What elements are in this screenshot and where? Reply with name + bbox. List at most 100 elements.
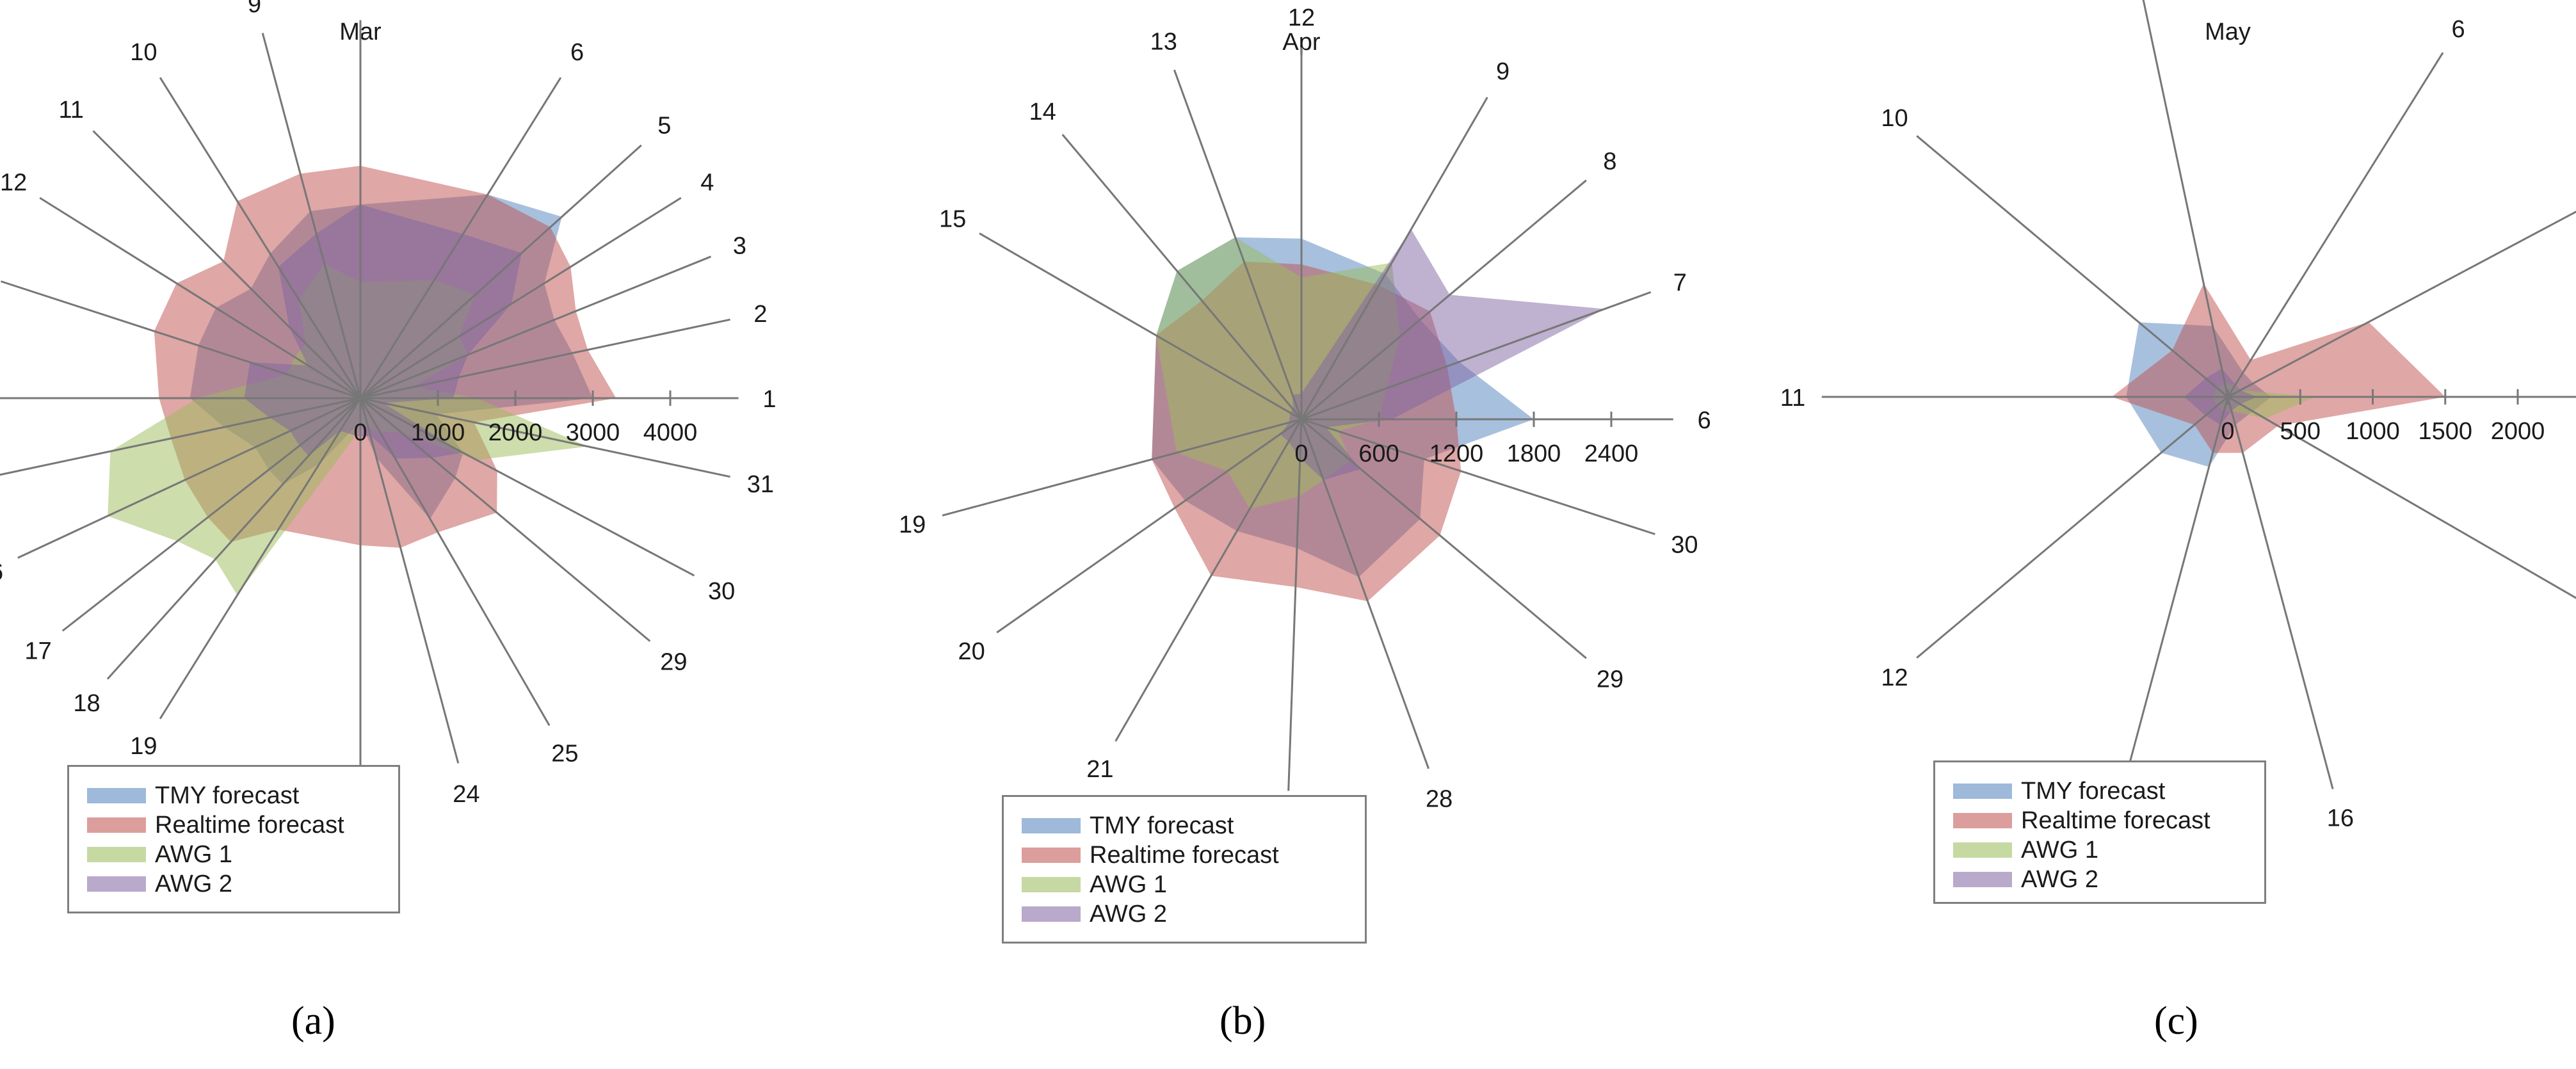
legend-label: TMY forecast [2021,777,2166,805]
axis-tick-label: 1800 [1507,440,1561,467]
axis-tick-label: 1000 [2346,418,2400,445]
category-label: 3 [733,233,746,260]
axis-tick-label: 3000 [566,419,620,446]
category-label: 6 [1698,407,1711,434]
legend-entry: AWG 1 [1022,870,1365,899]
legend-swatch [1022,906,1081,922]
axis-line [1301,418,1587,659]
panel-label-a: (a) [291,999,335,1043]
category-label: 15 [939,205,966,232]
legend-entry: AWG 2 [1953,865,2264,894]
series-area-awg-2 [1280,229,1605,480]
axis-line [39,197,361,399]
axis-line [0,280,361,399]
axis-line [359,77,562,399]
category-label: 17 [24,638,51,664]
axis-line [1287,419,1303,791]
category-label: 8 [353,0,367,4]
legend-entry: Realtime forecast [1022,840,1365,870]
legend-swatch [1953,842,2012,858]
axis-line [1300,419,1430,769]
series-area-awg-2 [244,204,522,459]
axis-line [1173,69,1303,420]
axis-line [1301,291,1652,421]
legend-label: TMY forecast [155,782,300,809]
legend-apr: TMY forecast Realtime forecast AWG 1 AWG… [1002,795,1367,944]
legend-swatch [87,876,146,892]
category-label: 18 [73,690,100,717]
axis-tick-label: 0 [1294,440,1308,467]
axis-line [942,418,1302,517]
legend-swatch [1022,818,1081,833]
axis-line [360,318,730,399]
category-label: 6 [570,39,584,66]
legend-label: AWG 1 [1090,871,1168,898]
axis-line [360,397,730,478]
legend-label: Realtime forecast [155,811,344,839]
axis-line [261,33,362,399]
category-label: 11 [1780,385,1805,412]
axis-line [2226,396,2334,789]
legend-mar: TMY forecast Realtime forecast AWG 1 AWG… [67,765,400,913]
axis-line [17,397,361,559]
axis-line [2227,211,2576,398]
axis-line [1916,396,2228,659]
axis-line [1916,135,2228,398]
axis-line [1301,179,1587,421]
category-label: 1 [762,386,776,413]
category-label: 10 [130,39,157,66]
axis-line [106,397,362,680]
legend-label: Realtime forecast [1090,841,1279,869]
axis-tick-label: 0 [2221,418,2234,445]
axis-line [2142,0,2229,398]
axis-line [1301,418,1655,535]
axis-line [159,77,362,399]
category-label: 14 [1029,99,1056,125]
axis-line [2226,52,2444,398]
category-label: 9 [248,0,261,18]
legend-label: AWG 2 [2021,865,2099,893]
axis-tick-label: 2400 [1584,440,1639,467]
chart-title: May [2205,19,2251,45]
legend-entry: AWG 2 [87,869,398,899]
axis-line [2227,396,2576,599]
axis-line [360,397,651,642]
category-label: 19 [899,511,926,538]
legend-swatch [87,847,146,862]
legend-swatch [1953,784,2012,799]
legend-label: Realtime forecast [2021,807,2210,834]
category-label: 12 [1881,664,1908,691]
category-label: 21 [1086,756,1113,783]
category-label: 30 [708,578,735,605]
legend-swatch [1022,877,1081,892]
category-label: 5 [657,113,671,140]
category-label: 19 [130,733,157,760]
legend-entry: TMY forecast [87,781,398,810]
series-area-awg-1 [1156,237,1401,509]
category-label: 9 [1496,58,1509,85]
axis-line [996,418,1302,634]
panel-label-c: (c) [2154,999,2198,1043]
legend-label: AWG 2 [155,870,233,897]
axis-line [359,398,551,727]
legend-entry: TMY forecast [1022,811,1365,840]
legend-swatch [87,788,146,803]
axis-line [1115,419,1303,742]
category-label: 20 [958,638,985,665]
legend-swatch [87,817,146,833]
legend-may: TMY forecast Realtime forecast AWG 1 AWG… [1933,760,2266,904]
category-label: 8 [1603,149,1616,175]
axis-line [0,397,361,476]
axis-tick-label: 2000 [488,419,543,446]
axis-line [359,144,642,399]
category-label: 29 [660,649,687,676]
axis-tick-label: 2000 [2491,418,2545,445]
legend-label: TMY forecast [1090,812,1234,839]
axis-line [979,232,1302,421]
axis-tick-label: 1500 [2418,418,2472,445]
category-label: 25 [551,740,578,767]
axis-line [159,398,362,719]
legend-label: AWG 2 [1090,900,1168,928]
